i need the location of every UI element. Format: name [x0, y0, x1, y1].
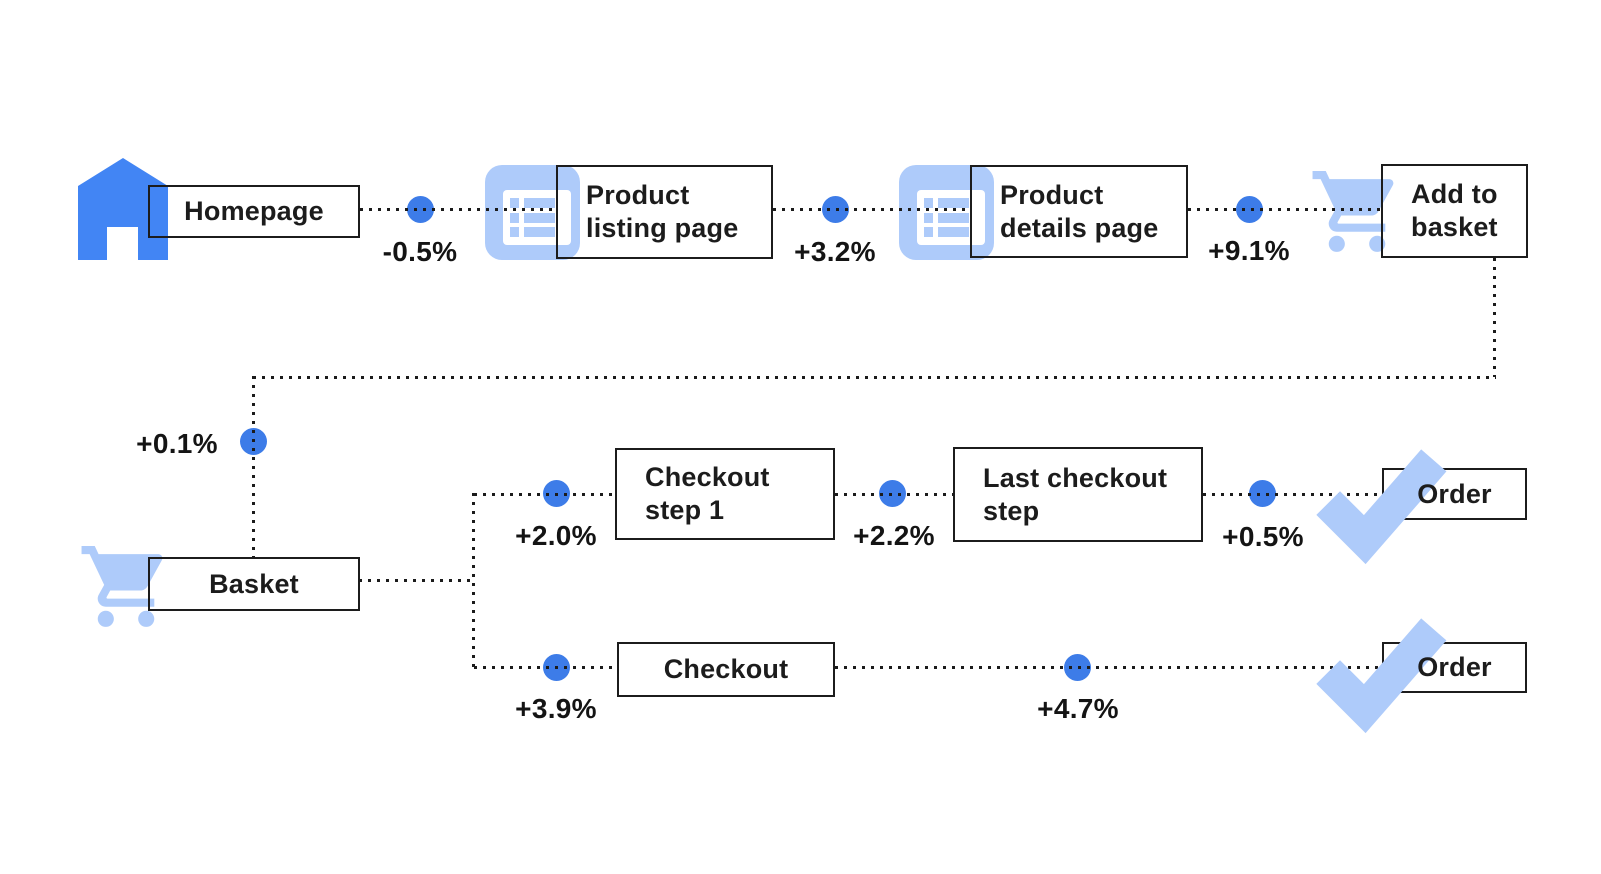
node-box-basket	[148, 557, 360, 611]
connector-branch-split	[472, 493, 475, 670]
node-label-text: step 1	[645, 495, 725, 525]
connector-listing-details	[773, 208, 970, 211]
connector-basket-out	[359, 579, 475, 582]
node-label-basket: Basket	[148, 557, 360, 611]
connector-homepage-listing	[360, 208, 556, 211]
page-list-icon-panel	[503, 190, 571, 245]
node-box-last-checkout-step	[953, 447, 1203, 542]
node-label-order-bottom: Order	[1382, 642, 1527, 693]
node-label-checkout-step-1: Checkout step 1	[615, 448, 835, 540]
node-label-text: basket	[1411, 212, 1498, 242]
home-icon	[78, 158, 168, 260]
node-box-checkout	[617, 642, 835, 697]
connector-details-addtobasket	[1188, 208, 1381, 211]
delta-addtobasket-basket: +0.1%	[136, 428, 218, 459]
check-icon	[1316, 613, 1447, 734]
page-list-icon	[899, 165, 994, 260]
node-label-text: Basket	[209, 568, 299, 599]
connector-step1-laststep	[835, 493, 953, 496]
node-label-text: Product	[586, 180, 690, 210]
connector-return-horizontal	[253, 376, 1496, 379]
cart-icon	[1306, 163, 1408, 260]
page-list-icon-panel	[917, 190, 985, 245]
delta-laststep-order: +0.5%	[1222, 521, 1304, 552]
node-label-order-top: Order	[1382, 468, 1527, 520]
node-label-text: Order	[1417, 478, 1492, 509]
connector-down-to-basket	[252, 376, 255, 557]
node-label-text: Checkout	[663, 654, 789, 684]
delta-homepage-listing: -0.5%	[382, 236, 458, 267]
node-label-checkout: Checkout	[617, 642, 835, 697]
node-label-homepage: Homepage	[148, 185, 360, 238]
delta-details-addtobasket: +9.1%	[1208, 235, 1290, 266]
node-label-text: Homepage	[184, 196, 324, 226]
node-box-add-to-basket	[1381, 164, 1528, 258]
delta-checkout-order: +4.7%	[1037, 693, 1119, 724]
connector-checkout-order	[835, 666, 1383, 669]
delta-basket-step1: +2.0%	[515, 520, 597, 551]
connector-to-checkout	[474, 666, 618, 669]
connector-to-checkout-step-1	[474, 493, 615, 496]
node-label-text: details page	[1000, 212, 1159, 243]
page-list-icon	[485, 165, 580, 260]
connector-addtobasket-down	[1493, 258, 1496, 377]
node-label-text: listing page	[586, 213, 739, 243]
cart-icon	[76, 538, 176, 635]
delta-step1-laststep: +2.2%	[853, 520, 935, 551]
node-label-text: Order	[1417, 652, 1492, 682]
check-icon	[1316, 444, 1447, 565]
node-label-text: Checkout	[645, 462, 770, 492]
node-box-checkout-step-1	[615, 448, 835, 540]
node-label-text: step	[983, 495, 1040, 526]
node-label-text: Product	[1000, 179, 1104, 210]
node-box-product-details	[970, 165, 1188, 258]
node-label-text: Last checkout	[983, 462, 1168, 493]
node-label-add-to-basket: Add to basket	[1381, 164, 1528, 258]
delta-listing-details: +3.2%	[794, 236, 876, 267]
node-label-last-checkout-step: Last checkout step	[953, 447, 1203, 542]
delta-basket-checkout: +3.9%	[515, 693, 597, 724]
node-label-product-listing: Product listing page	[556, 165, 773, 259]
node-label-text: Add to	[1411, 179, 1498, 209]
connector-laststep-order	[1203, 493, 1383, 496]
node-box-homepage	[148, 185, 360, 238]
node-label-product-details: Product details page	[970, 165, 1188, 258]
node-box-product-listing	[556, 165, 773, 259]
